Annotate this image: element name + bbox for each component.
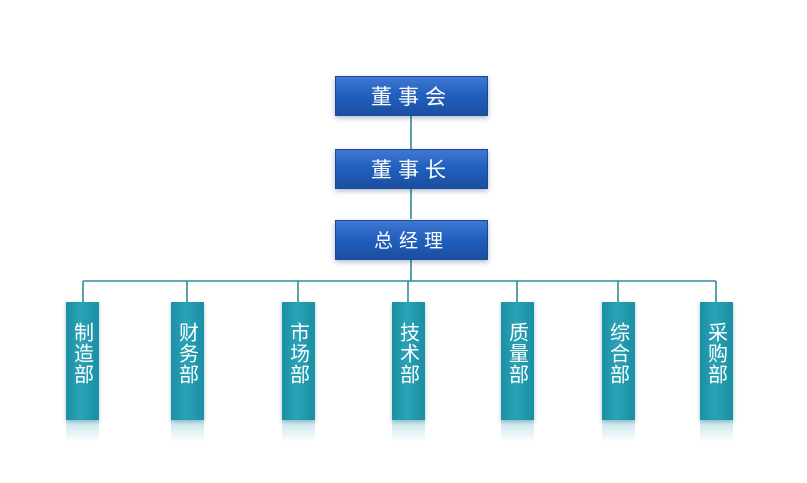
department-reflection [501, 420, 534, 442]
department-label: 技术部 [396, 322, 421, 385]
board-of-directors-box: 董事会 [335, 76, 488, 116]
department-box-marketing: 市场部 [282, 302, 315, 420]
department-reflection [700, 420, 733, 442]
department-reflection [392, 420, 425, 442]
department-box-manufacturing: 制造部 [66, 302, 99, 420]
department-label: 市场部 [286, 322, 311, 385]
department-reflection [66, 420, 99, 442]
department-reflection [171, 420, 204, 442]
department-label: 质量部 [505, 322, 530, 385]
chairman-box: 董事长 [335, 149, 488, 189]
department-box-general-affairs: 综合部 [602, 302, 635, 420]
general-manager-box: 总经理 [335, 220, 488, 260]
department-reflection [602, 420, 635, 442]
department-label: 财务部 [175, 322, 200, 385]
department-box-technology: 技术部 [392, 302, 425, 420]
department-box-quality: 质量部 [501, 302, 534, 420]
department-label: 制造部 [70, 322, 95, 385]
department-label: 采购部 [704, 322, 729, 385]
department-reflection [282, 420, 315, 442]
department-box-finance: 财务部 [171, 302, 204, 420]
department-label: 综合部 [606, 322, 631, 385]
department-box-purchasing: 采购部 [700, 302, 733, 420]
